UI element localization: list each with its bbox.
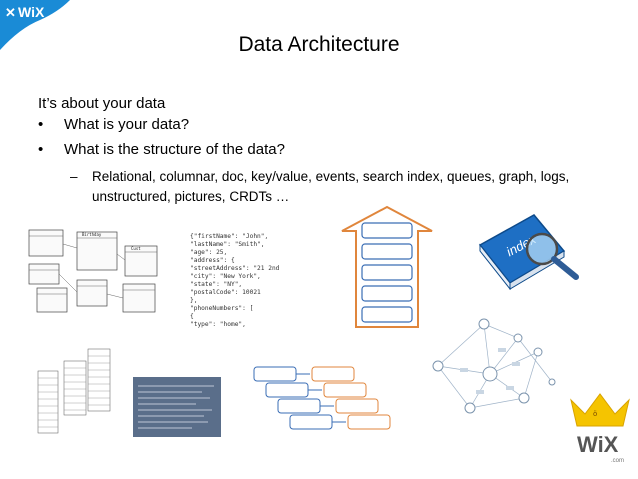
event-log-image [132, 376, 222, 443]
json-line: "streetAddress": "21 2nd [190, 265, 280, 272]
json-line: "type": "home", [190, 321, 246, 328]
wix-logo: ö WiX .com [565, 392, 635, 472]
json-line: "phoneNumbers": [ [190, 305, 253, 312]
svg-text:Birthday: Birthday [82, 232, 102, 237]
svg-text:Cust: Cust [131, 246, 141, 251]
json-line: "age": 25, [190, 249, 227, 256]
json-line: "address": { [190, 257, 235, 264]
queue-arrow-image [340, 205, 435, 335]
json-line: }, [190, 297, 197, 304]
slide-title: Data Architecture [238, 33, 400, 56]
json-line: { [190, 313, 194, 320]
graph-network-image [424, 312, 559, 427]
cascading-boxes-image [250, 355, 400, 442]
json-document-image: {"firstName": "John", "lastName": "Smith… [188, 230, 328, 335]
json-line: "lastName": "Smith", [190, 241, 265, 248]
bullet-marker: • [38, 116, 44, 133]
svg-text:✕: ✕ [5, 5, 16, 20]
corner-logo-text: WiX [18, 4, 45, 20]
json-line: "state": "NY", [190, 281, 242, 288]
bullet-marker: • [38, 141, 44, 158]
sub-bullet-text: Relational, columnar, doc, key/value, ev… [92, 169, 570, 204]
json-line: "postalCode": 10021 [190, 289, 261, 296]
json-line: {"firstName": "John", [190, 233, 268, 240]
json-line: "city": "New York", [190, 273, 261, 280]
sub-bullet-marker: – [70, 169, 78, 184]
bullet-text: What is the structure of the data? [64, 141, 285, 158]
corner-wix-logo: ✕ WiX [0, 0, 70, 62]
bullet-text: What is your data? [64, 116, 190, 133]
wix-logo-text: WiX [577, 432, 619, 457]
relational-schema-image: Birthday Cust [27, 226, 162, 323]
wix-logo-subtext: .com [611, 458, 624, 464]
search-index-image: index [472, 205, 592, 295]
intro-text: It’s about your data [38, 95, 166, 112]
svg-text:ö: ö [593, 410, 597, 418]
columnar-table-image [36, 347, 116, 442]
